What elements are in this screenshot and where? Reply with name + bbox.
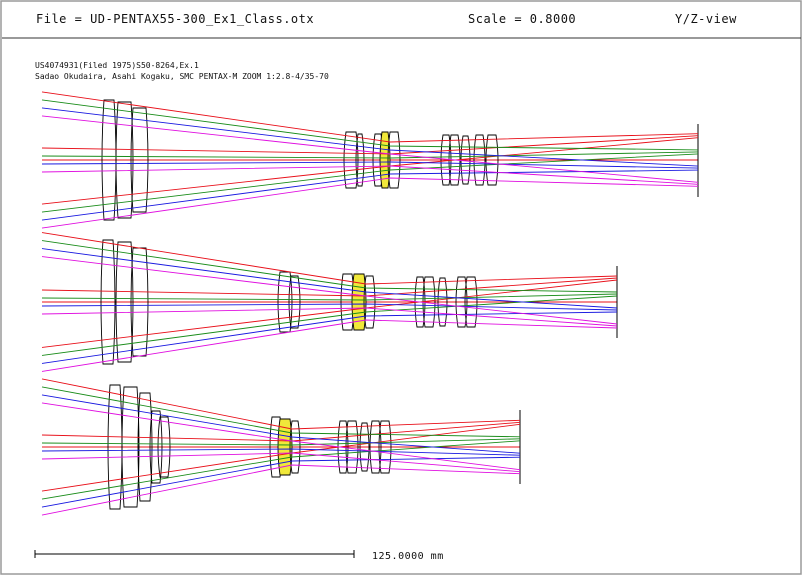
ray-path [41,91,699,143]
lens-element [115,241,134,363]
lens-element [460,135,471,185]
ray-path [41,161,699,169]
ray-path [41,115,699,183]
lens-element [100,239,116,365]
ray-path [41,240,618,293]
highlighted-lens-element [351,273,367,331]
lens-element [337,420,349,474]
ray-path [41,452,521,473]
ray-path [41,464,521,516]
configuration-1 [41,91,699,229]
configuration-2 [41,232,618,372]
lens-element [149,410,163,484]
lens-element [289,420,301,474]
ray-path [41,311,618,364]
lens-element [345,420,359,474]
configurations [41,91,699,516]
ray-path [41,378,521,430]
ray-path [41,151,699,159]
ray-path [41,153,699,213]
lens-description: Sadao Okudaira, Asahi Kogaku, SMC PENTAX… [35,72,329,81]
lens-element [130,107,149,213]
file-name-label: File = UD-PENTAX55-300_Ex1_Class.otx [36,12,315,26]
lens-element [387,131,401,189]
lens-element [473,134,486,186]
lens-element [437,277,448,327]
lens-element [440,134,452,186]
ray-path [41,295,618,356]
ray-path [41,303,618,311]
patent-reference: US4074931(Filed 1975)S50-8264,Ex.1 [35,61,199,70]
lens-element [343,131,359,189]
lens-element [464,276,478,328]
lens-element [115,101,134,219]
ray-path [41,107,699,167]
lens-element [157,416,171,478]
lens-element [101,99,117,221]
lens-element [455,276,468,328]
scale-bar-label: 125.0000 mm [372,551,444,562]
ray-path [41,394,521,454]
lens-element [448,134,461,186]
ray-path [41,438,521,446]
lens-element [130,247,149,357]
ray-path [41,386,521,438]
lens-element [363,275,376,329]
ray-path [41,135,699,155]
ray-path [41,456,521,508]
ray-path [41,293,618,301]
lens-element [485,134,499,186]
ray-path [41,440,521,500]
lens-element [288,275,301,329]
ray-path [41,248,618,309]
ray-path [41,256,618,325]
ray-path [41,319,618,372]
scale-bar [34,550,355,558]
lens-element [107,384,123,510]
lens-element [355,133,365,187]
ray-path [41,177,699,229]
highlighted-lens-element [277,418,293,476]
ray-path [41,99,699,151]
ray-path [41,307,618,327]
ray-path [41,165,699,185]
ray-path [41,232,618,285]
scale-label: Scale = 0.8000 [468,12,577,26]
lens-element [414,276,426,328]
view-label: Y/Z-view [675,12,737,26]
configuration-3 [41,378,521,516]
lens-element [369,420,382,474]
lens-element [422,276,436,328]
lens-element [359,422,370,472]
lens-element [378,420,392,474]
ray-path [41,169,699,221]
ray-path [41,448,521,456]
ray-path [41,402,521,471]
